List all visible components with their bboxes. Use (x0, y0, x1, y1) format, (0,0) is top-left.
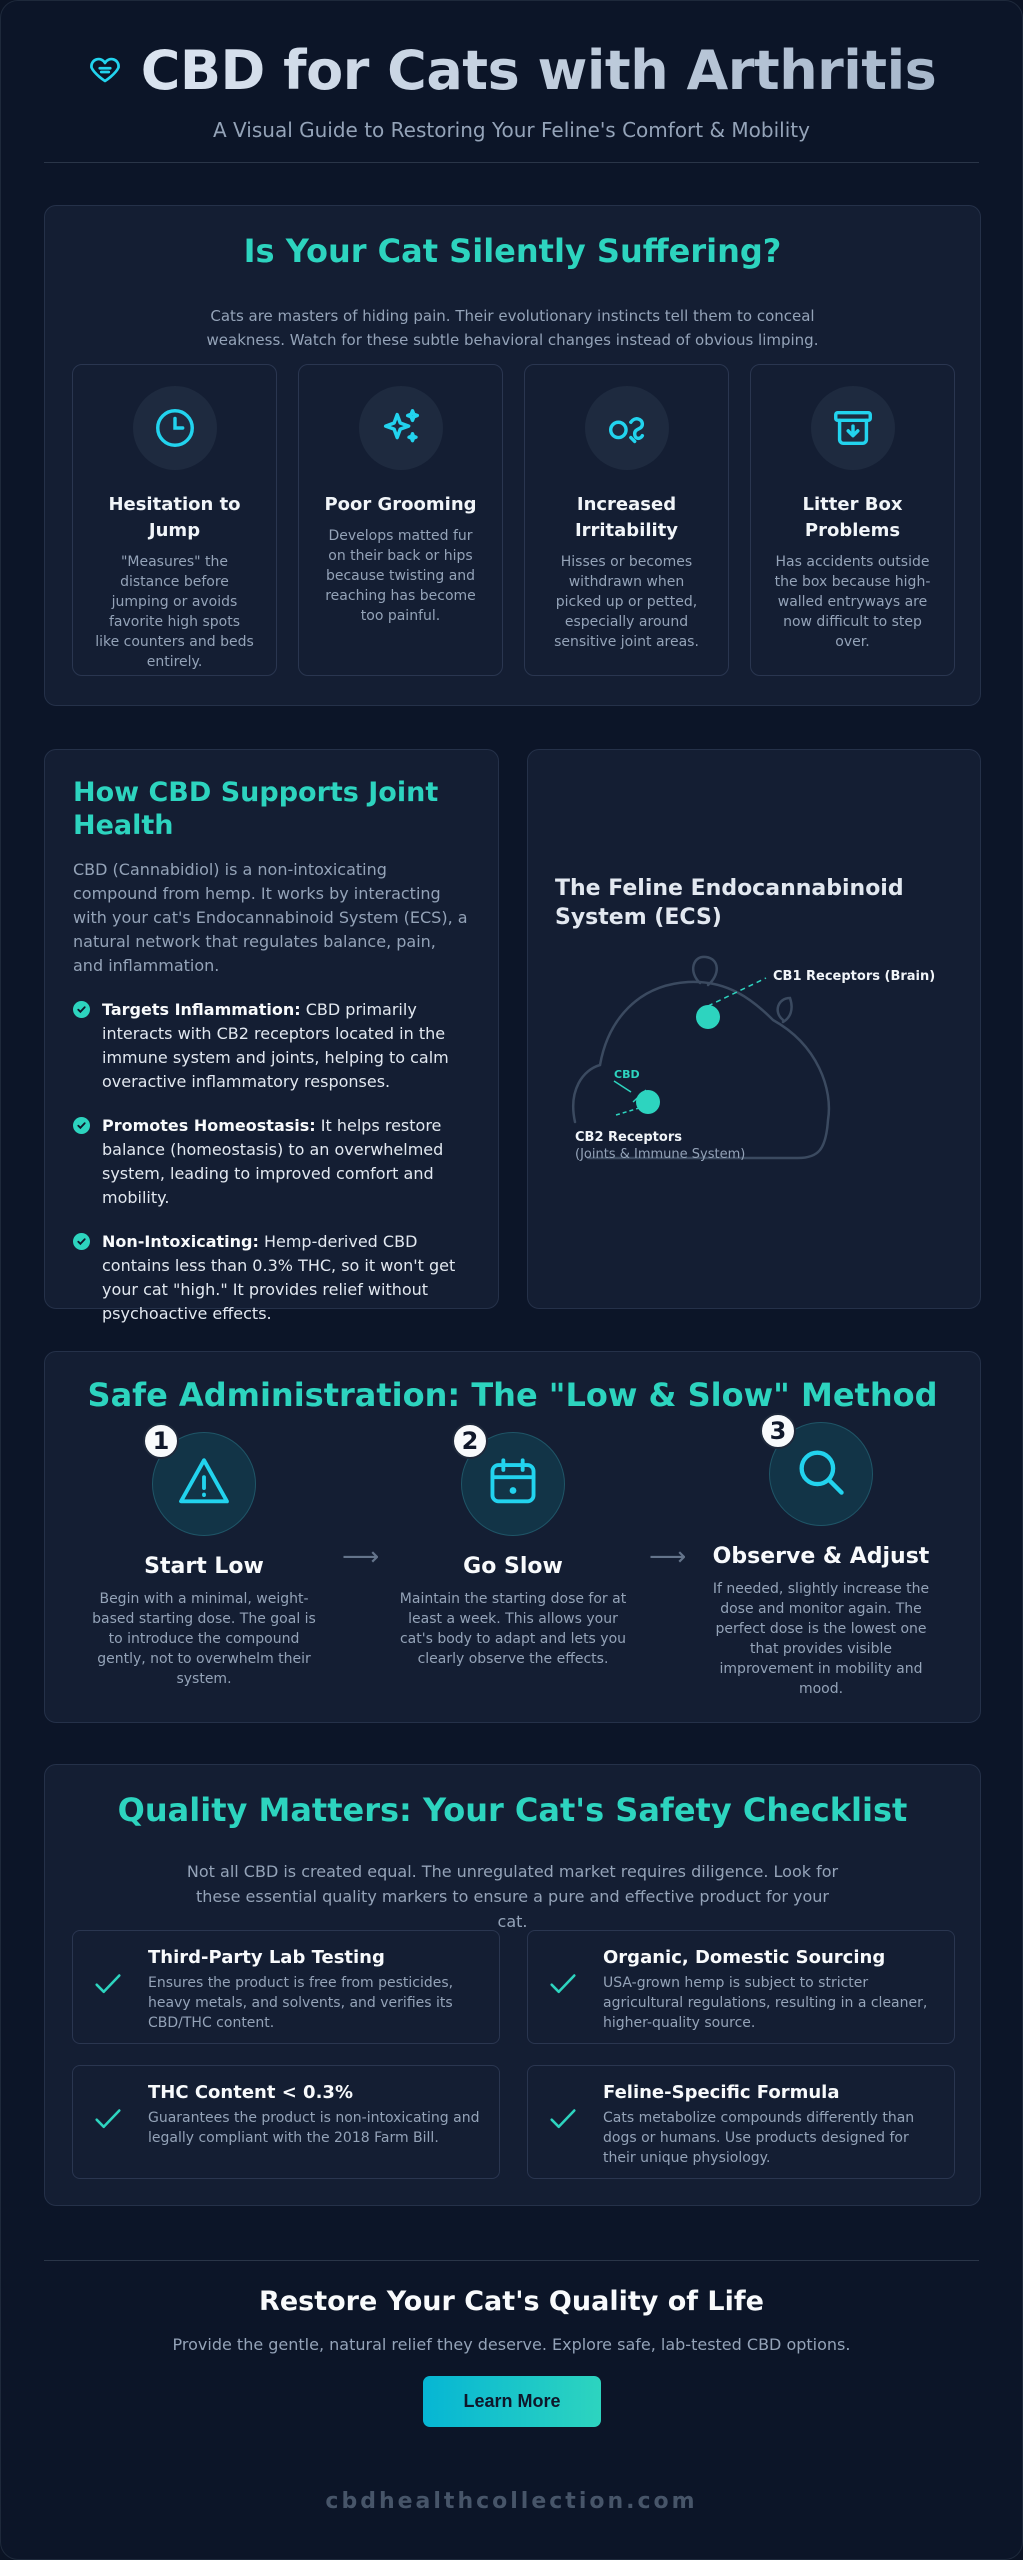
step-title: Observe & Adjust (712, 1544, 930, 1569)
quality-item-title: Third-Party Lab Testing (148, 1947, 385, 1968)
step-text: Maintain the starting dose for at least … (399, 1591, 627, 1667)
symptom-text: Hisses or becomes withdrawn when picked … (554, 554, 699, 650)
checkmark-icon (546, 1967, 580, 2005)
checkmark-icon (91, 1967, 125, 2005)
administration-section: Safe Administration: The "Low & Slow" Me… (44, 1351, 981, 1723)
bullet-item: Non-Intoxicating: Hemp-derived CBD conta… (73, 1230, 470, 1326)
arrow-right-icon: ⟶ (342, 1542, 380, 1572)
bullet-label: Targets Inflammation: (102, 1000, 301, 1019)
bullet-body: It helps restore balance (homeostasis) t… (102, 1116, 444, 1207)
step-number: 3 (760, 1413, 796, 1449)
quality-item-text: Cats metabolize compounds differently th… (603, 2110, 915, 2166)
bullet-text: Targets Inflammation: CBD primarily inte… (102, 998, 470, 1094)
ecs-title: The Feline Endocannabinoid System (ECS) (555, 876, 904, 930)
quality-section: Quality Matters: Your Cat's Safety Check… (44, 1764, 981, 2206)
heart-icon (87, 51, 123, 91)
calendar-icon (484, 1453, 542, 1515)
bullet-body: CBD primarily interacts with CB2 recepto… (102, 1000, 449, 1091)
administration-title: Safe Administration: The "Low & Slow" Me… (87, 1376, 938, 1414)
cb1-receptor-node (696, 1005, 720, 1029)
step-start-low: 1 Start Low Begin with a minimal, weight… (79, 1423, 329, 1689)
symptoms-intro: Cats are masters of hiding pain. Their e… (206, 307, 819, 349)
symptom-text: "Measures" the distance before jumping o… (95, 554, 254, 670)
symptoms-title: Is Your Cat Silently Suffering? (243, 232, 782, 270)
bullet-label: Non-Intoxicating: (102, 1232, 259, 1251)
arrow-right-icon: ⟶ (649, 1542, 687, 1572)
step-title: Go Slow (463, 1554, 563, 1579)
step-observe-adjust: 3 Observe & Adjust If needed, slightly i… (696, 1413, 946, 1699)
bullet-label: Promotes Homeostasis: (102, 1116, 316, 1135)
sparkles-icon (358, 386, 443, 470)
page-title: CBD for Cats with Arthritis (140, 39, 937, 102)
header: CBD for Cats with Arthritis A Visual Gui… (1, 1, 1022, 142)
bullet-body: Hemp-derived CBD contains less than 0.3%… (102, 1232, 456, 1323)
cta-divider (44, 2260, 979, 2261)
irritability-icon (584, 386, 669, 470)
bullet-text: Non-Intoxicating: Hemp-derived CBD conta… (102, 1230, 470, 1326)
check-circle-icon (73, 1001, 90, 1018)
quality-title: Quality Matters: Your Cat's Safety Check… (117, 1791, 908, 1829)
symptom-card-irritability: Increased Irritability Hisses or becomes… (524, 364, 729, 676)
cta-text: Provide the gentle, natural relief they … (172, 2335, 851, 2354)
symptom-title: Litter Box Problems (802, 494, 903, 541)
footer-site[interactable]: cbdhealthcollection.com (325, 2489, 698, 2514)
cb2-label: CB2 Receptors (575, 1130, 682, 1145)
support-section: How CBD Supports Joint Health CBD (Canna… (44, 749, 499, 1323)
step-go-slow: 2 Go Slow Maintain the starting dose for… (388, 1423, 638, 1669)
support-intro: CBD (Cannabidiol) is a non-intoxicating … (73, 860, 468, 975)
quality-item-title: THC Content < 0.3% (148, 2082, 353, 2103)
step-text: Begin with a minimal, weight-based start… (92, 1591, 316, 1687)
quality-item-title: Organic, Domestic Sourcing (603, 1947, 886, 1968)
symptom-title: Poor Grooming (324, 494, 477, 515)
quality-item-text: USA-grown hemp is subject to stricter ag… (603, 1975, 928, 2031)
title-row: CBD for Cats with Arthritis (1, 39, 1022, 102)
quality-item-lab-testing: Third-Party Lab Testing Ensures the prod… (72, 1930, 500, 2044)
cb2-receptor-node (636, 1090, 660, 1114)
quality-item-thc: THC Content < 0.3% Guarantees the produc… (72, 2065, 500, 2179)
symptom-card-grooming: Poor Grooming Develops matted fur on the… (298, 364, 503, 676)
quality-item-title: Feline-Specific Formula (603, 2082, 840, 2103)
step-number: 2 (452, 1423, 488, 1459)
symptom-text: Develops matted fur on their back or hip… (325, 528, 476, 624)
cat-diagram (572, 955, 831, 1160)
symptoms-section: Is Your Cat Silently Suffering? Cats are… (44, 205, 981, 706)
quality-item-feline-formula: Feline-Specific Formula Cats metabolize … (527, 2065, 955, 2179)
quality-item-text: Guarantees the product is non-intoxicati… (148, 2110, 480, 2146)
step-text: If needed, slightly increase the dose an… (712, 1581, 930, 1697)
step-number: 1 (143, 1423, 179, 1459)
cta-title: Restore Your Cat's Quality of Life (259, 2286, 764, 2317)
header-divider (44, 162, 979, 163)
quality-item-text: Ensures the product is free from pestici… (148, 1975, 454, 2031)
bullet-item: Targets Inflammation: CBD primarily inte… (73, 998, 470, 1094)
cb1-label: CB1 Receptors (Brain) (773, 969, 936, 984)
support-title: How CBD Supports Joint Health (73, 777, 439, 841)
checkmark-icon (91, 2102, 125, 2140)
check-circle-icon (73, 1233, 90, 1250)
step-title: Start Low (144, 1554, 264, 1579)
cb2-sublabel: (Joints & Immune System) (575, 1147, 746, 1162)
page-subtitle: A Visual Guide to Restoring Your Feline'… (213, 118, 810, 142)
checkmark-icon (546, 2102, 580, 2140)
symptom-text: Has accidents outside the box because hi… (774, 554, 931, 650)
cbd-label: CBD (614, 1068, 640, 1081)
symptom-card-jump: Hesitation to Jump "Measures" the distan… (72, 364, 277, 676)
symptom-title: Hesitation to Jump (108, 494, 241, 541)
symptom-card-litter: Litter Box Problems Has accidents outsid… (750, 364, 955, 676)
litter-box-icon (810, 386, 895, 470)
magnifier-icon (792, 1443, 850, 1505)
ecs-diagram-card: The Feline Endocannabinoid System (ECS) … (527, 749, 981, 1309)
warning-icon (175, 1453, 233, 1515)
symptom-title: Increased Irritability (574, 494, 679, 541)
bullet-item: Promotes Homeostasis: It helps restore b… (73, 1114, 470, 1210)
quality-item-organic: Organic, Domestic Sourcing USA-grown hem… (527, 1930, 955, 2044)
bullet-text: Promotes Homeostasis: It helps restore b… (102, 1114, 470, 1210)
step-circle: 2 (452, 1423, 565, 1536)
step-circle: 1 (143, 1423, 256, 1536)
step-circle: 3 (760, 1413, 873, 1526)
quality-intro: Not all CBD is created equal. The unregu… (186, 1862, 839, 1931)
clock-icon (132, 386, 217, 470)
check-circle-icon (73, 1117, 90, 1134)
learn-more-button[interactable]: Learn More (423, 2376, 601, 2427)
